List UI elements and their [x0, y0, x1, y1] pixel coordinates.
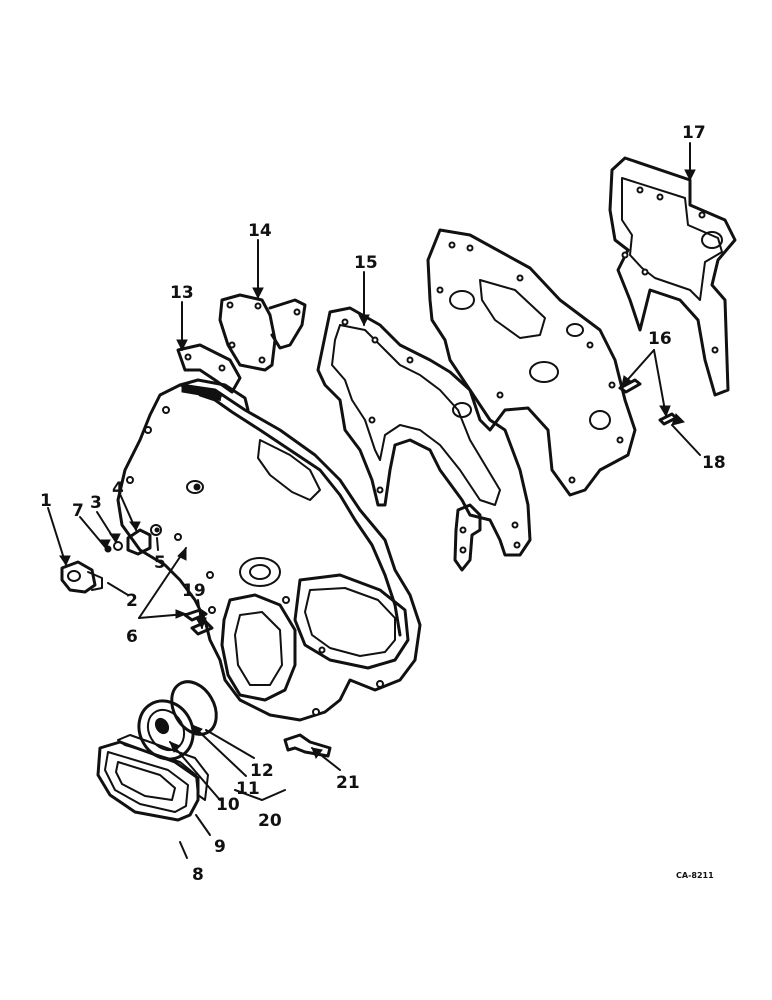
bracket-21: [283, 733, 332, 758]
gasket-13: [176, 343, 242, 394]
callout-21: 21: [336, 773, 360, 793]
callout-18: 18: [702, 453, 726, 473]
gasket-17: [608, 156, 737, 397]
cover-plate-14: [218, 293, 307, 372]
callout-13: 13: [170, 283, 194, 303]
callout-4: 4: [112, 479, 124, 499]
front-cover-housing: [116, 378, 422, 722]
callout-6: 6: [126, 627, 138, 647]
callout-17: 17: [682, 123, 706, 143]
callout-5: 5: [154, 553, 166, 573]
callout-11: 11: [236, 779, 260, 799]
callout-20: 20: [258, 811, 282, 831]
callout-12: 12: [250, 761, 274, 781]
gasket-15: [316, 306, 532, 557]
callout-8: 8: [192, 865, 204, 885]
callout-15: 15: [354, 253, 378, 273]
leader-lines: [47, 142, 701, 859]
figure-code: CA-8211: [676, 871, 714, 880]
callout-16: 16: [648, 329, 672, 349]
callout-2: 2: [126, 591, 138, 611]
callout-10: 10: [216, 795, 240, 815]
dowel-pins-16: [618, 378, 678, 426]
callout-9: 9: [214, 837, 226, 857]
engine-front-plate: [426, 228, 637, 497]
callout-1: 1: [40, 491, 52, 511]
callout-14: 14: [248, 221, 272, 241]
gasket-bracket: [453, 503, 482, 572]
callout-labels: 1 2 3 4 5 6 7 8 9 10 11 12 13 14 15 16 1…: [40, 123, 726, 885]
callout-19: 19: [182, 581, 206, 601]
arrowheads: [59, 169, 696, 760]
o-ring-12: [170, 680, 218, 736]
callout-3: 3: [90, 493, 102, 513]
callout-7: 7: [72, 501, 84, 521]
